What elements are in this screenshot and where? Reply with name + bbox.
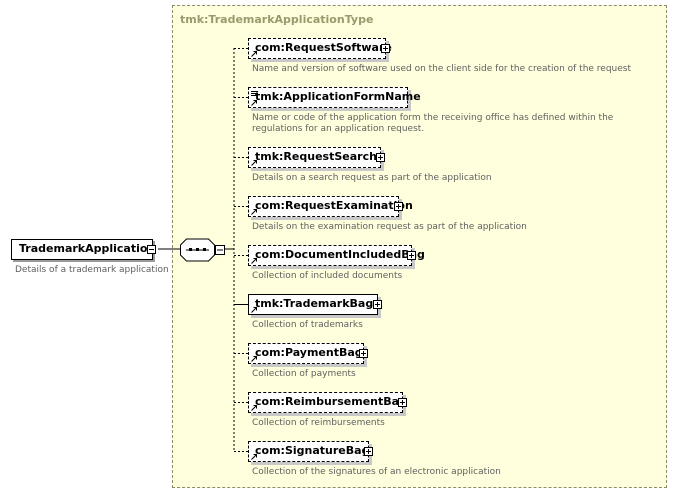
child-element-doc: Collection of payments [252,369,657,380]
child-element-box[interactable]: tmk:ApplicationFormName [248,87,408,108]
child-element-doc: Collection of included documents [252,271,657,282]
sequence-compositor-icon[interactable] [180,238,228,262]
child-element-box[interactable]: com:RequestExamination [248,196,399,217]
reference-arrow-icon [251,50,258,57]
root-element-name: TrademarkApplication [19,242,155,255]
collapse-icon[interactable] [147,245,156,254]
child-element-doc: Collection of trademarks [252,320,657,331]
child-element-doc: Details on a search request as part of t… [252,173,657,184]
child-element-box[interactable]: com:DocumentIncludedBag [248,245,412,266]
child-element-box[interactable]: tmk:RequestSearch [248,147,381,168]
child-element-name: tmk:ApplicationFormName [255,90,421,103]
child-element-box[interactable]: com:RequestSoftware [248,38,386,59]
reference-arrow-icon [251,453,258,460]
reference-arrow-icon [251,257,258,264]
expand-icon[interactable] [407,251,416,260]
reference-arrow-icon [251,159,258,166]
child-element-name: com:ReimbursementBag [255,395,407,408]
child-element-name: tmk:RequestSearch [255,150,377,163]
reference-arrow-icon [251,306,258,313]
child-element-doc: Collection of the signatures of an elect… [252,467,657,478]
expand-icon[interactable] [364,447,373,456]
reference-arrow-icon [251,99,258,106]
child-element-name: com:PaymentBag [255,346,363,359]
child-element-name: tmk:TrademarkBag [255,297,373,310]
expand-icon[interactable] [398,398,407,407]
reference-arrow-icon [251,355,258,362]
simple-content-icon [251,91,258,96]
root-element-box[interactable]: TrademarkApplication [11,239,153,260]
expand-icon[interactable] [376,153,385,162]
child-element-doc: Name and version of software used on the… [252,64,657,75]
child-element-name: com:RequestSoftware [255,41,392,54]
root-element-doc: Details of a trademark application [15,265,169,276]
child-element-name: com:SignatureBag [255,444,369,457]
expand-icon[interactable] [394,202,403,211]
child-element-box[interactable]: tmk:TrademarkBag [248,294,378,315]
child-element-name: com:RequestExamination [255,199,413,212]
child-element-doc: Name or code of the application form the… [252,113,657,135]
reference-arrow-icon [251,404,258,411]
expand-icon[interactable] [373,300,382,309]
expand-icon[interactable] [359,349,368,358]
child-element-box[interactable]: com:PaymentBag [248,343,364,364]
child-element-doc: Collection of reimbursements [252,418,657,429]
reference-arrow-icon [251,208,258,215]
child-element-doc: Details on the examination request as pa… [252,222,657,233]
child-element-box[interactable]: com:ReimbursementBag [248,392,403,413]
child-element-box[interactable]: com:SignatureBag [248,441,369,462]
expand-icon[interactable] [381,44,390,53]
child-element-name: com:DocumentIncludedBag [255,248,425,261]
